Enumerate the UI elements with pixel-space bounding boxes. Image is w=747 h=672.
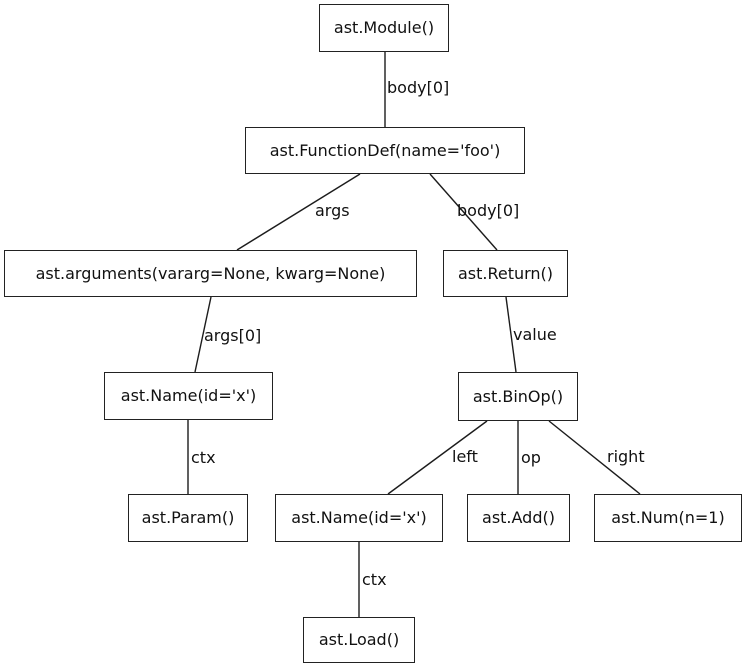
node-ast-name-mid: ast.Name(id='x') xyxy=(275,494,443,542)
node-ast-load: ast.Load() xyxy=(303,617,415,663)
edge-label-right: right xyxy=(607,447,645,466)
node-ast-binop: ast.BinOp() xyxy=(458,372,578,421)
edge-label-left: left xyxy=(452,447,478,466)
edge-label-ctx-left: ctx xyxy=(191,448,216,467)
edge-label-op: op xyxy=(521,448,541,467)
edge-label-ctx-mid: ctx xyxy=(362,570,387,589)
edge-return-binop xyxy=(505,296,517,373)
edge-label-value: value xyxy=(513,325,557,344)
node-ast-return: ast.Return() xyxy=(443,250,568,297)
edge-functiondef-return xyxy=(429,173,498,251)
node-ast-add: ast.Add() xyxy=(467,494,570,542)
edge-binop-name xyxy=(387,420,488,495)
node-ast-arguments: ast.arguments(vararg=None, kwarg=None) xyxy=(4,250,417,297)
node-ast-num: ast.Num(n=1) xyxy=(594,494,742,542)
node-ast-param: ast.Param() xyxy=(128,494,248,542)
node-ast-name-left: ast.Name(id='x') xyxy=(104,372,273,420)
edge-label-args0: args[0] xyxy=(204,326,262,345)
edge-label-args: args xyxy=(315,201,350,220)
edge-arguments-name xyxy=(194,296,212,373)
edge-functiondef-arguments xyxy=(236,173,361,251)
node-ast-module: ast.Module() xyxy=(319,4,449,52)
edge-binop-num xyxy=(548,420,641,495)
node-ast-functiondef: ast.FunctionDef(name='foo') xyxy=(245,127,525,174)
edge-label-body0-right: body[0] xyxy=(457,201,520,220)
edge-label-body0-top: body[0] xyxy=(387,78,450,97)
